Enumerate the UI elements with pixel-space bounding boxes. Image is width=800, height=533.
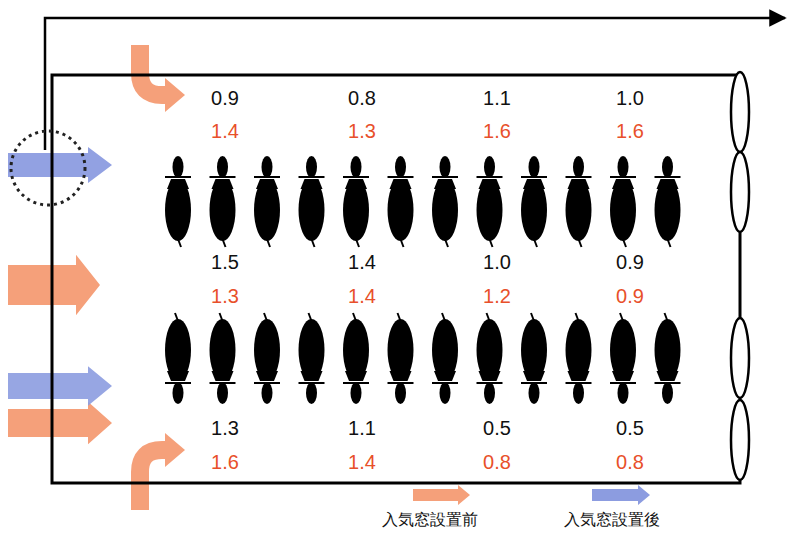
cow-silhouette	[655, 313, 681, 404]
cow-silhouette	[210, 313, 236, 404]
exhaust-fan	[731, 152, 749, 232]
cow-silhouette	[299, 156, 325, 247]
after-value: 0.5	[483, 417, 511, 439]
cow-silhouette	[432, 313, 458, 404]
before-value: 1.4	[348, 285, 376, 307]
cow-silhouette	[388, 313, 414, 404]
before-value: 1.4	[348, 451, 376, 473]
cow-silhouette	[566, 313, 592, 404]
inlet-window-mark	[11, 131, 85, 205]
cow-silhouette	[254, 313, 280, 404]
before-value: 1.6	[211, 451, 239, 473]
before-value: 1.6	[483, 120, 511, 142]
airflow-arrowhead	[165, 433, 185, 467]
after-value: 0.5	[616, 417, 644, 439]
airflow-arrowhead	[165, 78, 185, 112]
exhaust-fan	[731, 318, 749, 398]
exhaust-fans	[731, 72, 749, 480]
barn-outline	[52, 75, 740, 483]
cow-silhouette	[521, 313, 547, 404]
before-value: 1.6	[616, 120, 644, 142]
after-value: 1.5	[211, 251, 239, 273]
before-value: 0.9	[616, 285, 644, 307]
after-value: 0.8	[348, 87, 376, 109]
airflow-arrow	[8, 255, 100, 315]
after-value: 1.1	[483, 87, 511, 109]
cow-silhouette	[610, 156, 636, 247]
before-value: 1.2	[483, 285, 511, 307]
after-value: 1.0	[616, 87, 644, 109]
cow-rows	[165, 156, 681, 404]
cow-silhouette	[477, 313, 503, 404]
before-value: 1.3	[348, 120, 376, 142]
cow-silhouette	[165, 156, 191, 247]
after-value: 0.9	[211, 87, 239, 109]
cow-silhouette	[165, 313, 191, 404]
airflow-arrow	[8, 366, 112, 405]
cow-silhouette	[388, 156, 414, 247]
exhaust-fan	[731, 72, 749, 152]
legend-swatch	[413, 485, 470, 505]
airflow-arrow	[8, 402, 112, 444]
exhaust-fan	[731, 400, 749, 480]
cow-silhouette	[299, 313, 325, 404]
after-value: 1.3	[211, 417, 239, 439]
airflow-arrows	[8, 45, 185, 510]
legend-text: 入気窓設置前	[382, 510, 478, 530]
cow-silhouette	[343, 156, 369, 247]
cow-silhouette	[210, 156, 236, 247]
after-value: 1.4	[348, 251, 376, 273]
airflow-arrow	[8, 147, 112, 183]
cow-silhouette	[477, 156, 503, 247]
exhaust-duct	[45, 18, 785, 150]
cow-silhouette	[566, 156, 592, 247]
cow-silhouette	[343, 313, 369, 404]
cow-silhouette	[432, 156, 458, 247]
before-value: 1.4	[211, 120, 239, 142]
before-value: 1.3	[211, 285, 239, 307]
cow-silhouette	[254, 156, 280, 247]
cow-silhouette	[521, 156, 547, 247]
legend-text: 入気窓設置後	[564, 510, 660, 530]
airflow-arrow	[140, 45, 167, 95]
legend-swatch	[592, 485, 650, 505]
after-value: 1.1	[348, 417, 376, 439]
after-value: 1.0	[483, 251, 511, 273]
before-value: 0.8	[616, 451, 644, 473]
after-value: 0.9	[616, 251, 644, 273]
cow-silhouette	[655, 156, 681, 247]
before-value: 0.8	[483, 451, 511, 473]
legend-samples	[413, 485, 650, 505]
airflow-arrow	[140, 450, 167, 510]
cow-silhouette	[610, 313, 636, 404]
